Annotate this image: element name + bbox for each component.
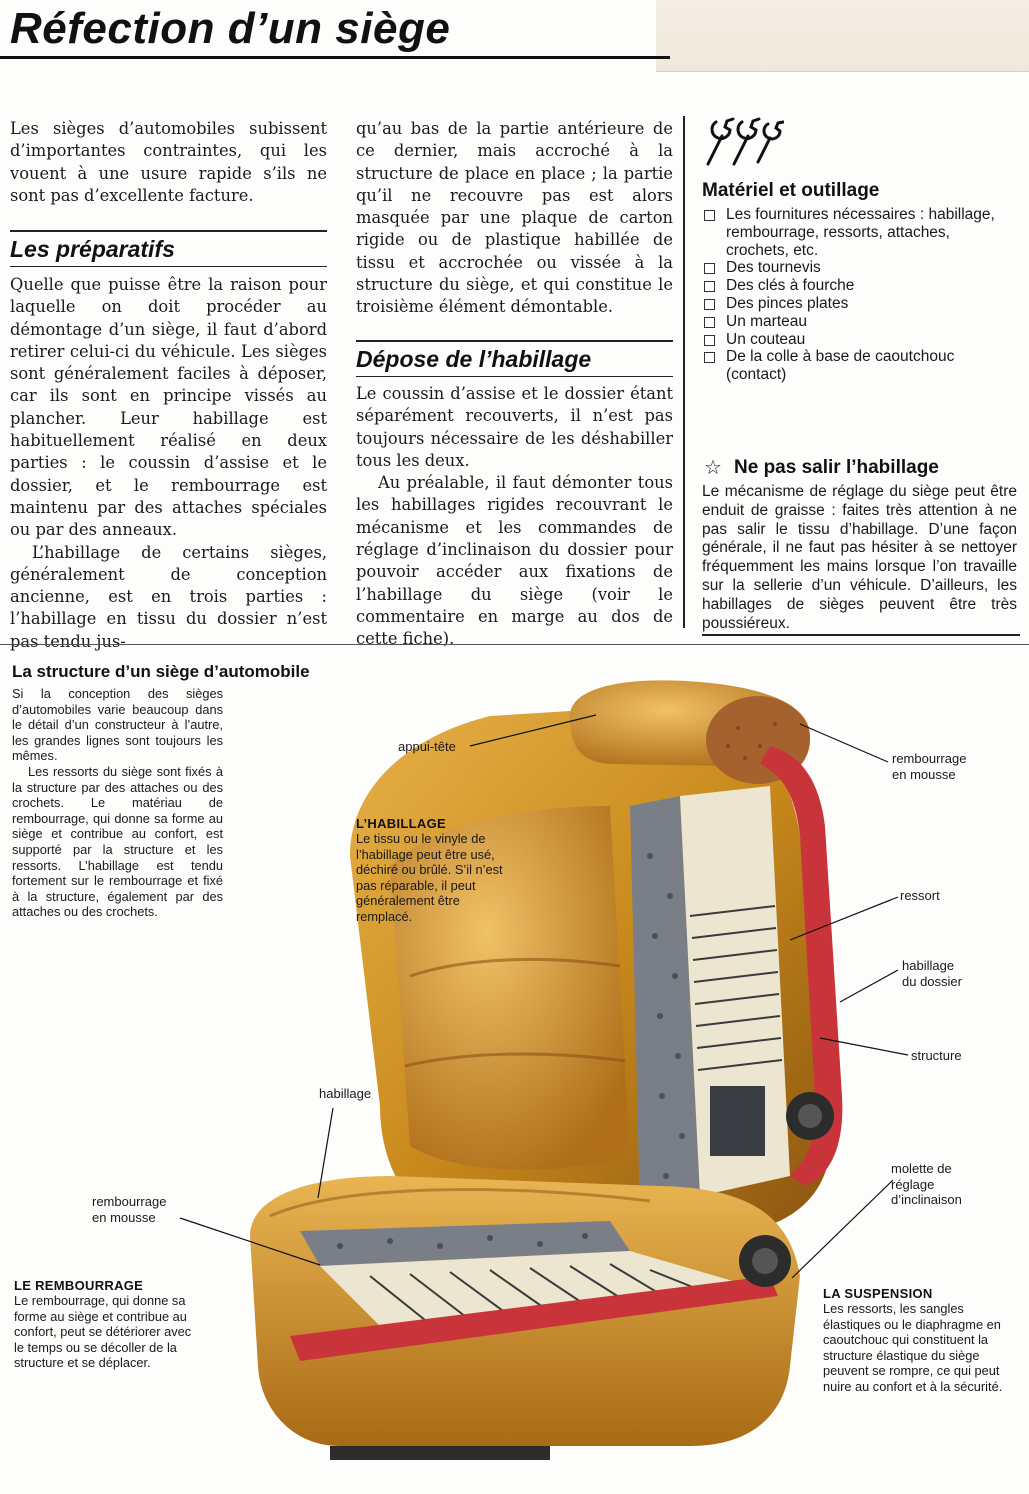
checkbox [704,281,715,293]
page-title: Réfection d’un siège [10,4,451,53]
intro-text: Les sièges d’automobiles subissent d’imp… [10,119,327,205]
label-habillage-dossier: habillage du dossier [902,958,962,989]
star-icon: ☆ [704,455,722,479]
label-habillage: habillage [319,1086,372,1101]
list-item: Un marteau [702,313,1017,331]
heading-depose: Dépose de l’habillage [356,346,592,372]
label-rembourrage-left: rembourrage en mousse [92,1194,167,1225]
paper-edge [656,0,1029,72]
label-ressort: ressort [900,888,940,903]
label-appui-tete: appui-tête [398,739,456,754]
tip-text: Le mécanisme de réglage du siège peut êt… [702,483,1017,632]
heading-tip: Ne pas salir l’habillage [734,457,939,478]
seat-springs [320,1251,750,1336]
heading-materiel: Matériel et outillage [702,180,880,201]
section-divider [0,644,1029,645]
checkbox [704,316,715,328]
callout-suspension: LA SUSPENSION Les ressorts, les sangles … [823,1286,1003,1394]
list-item: De la colle à base de caoutchouc (contac… [702,348,1017,384]
preparatifs-text: Quelle que puisse être la raison pour la… [10,275,327,651]
tools-list: Les fournitures nécessaires : habillage,… [702,206,1017,384]
seat-rail [330,1446,550,1460]
checkbox [704,263,715,275]
heading-preparatifs: Les préparatifs [10,236,175,262]
label-rembourrage-top: rembourrage en mousse [892,751,967,782]
heading-structure: La structure d’un siège d’automobile [12,662,310,681]
checkbox [704,210,715,221]
list-item: Un couteau [702,331,1017,349]
list-item: Des clés à fourche [702,277,1017,295]
seat-illustration [250,680,843,1460]
col2-text: qu’au bas de la partie antérieure de ce … [356,119,673,317]
sidebar-rule [702,634,1020,636]
frame [760,746,843,1186]
section-rule [356,340,673,342]
depose-text: Le coussin d’assise et le dossier étant … [356,384,673,649]
section-rule [10,230,327,232]
list-item: Les fournitures nécessaires : habillage,… [702,206,1017,259]
backrest-pad [390,806,630,1170]
checkbox [704,298,715,310]
checkbox [704,334,715,346]
structure-text: Si la conception des sièges d’automobile… [12,686,223,920]
wrench-icon [706,117,784,166]
heading-underline [356,376,673,377]
heading-underline [10,266,327,267]
list-item: Des pinces plates [702,295,1017,313]
foam-cutaway [630,796,700,1216]
label-molette: molette de réglage d’inclinaison [891,1161,962,1207]
label-structure: structure [911,1048,962,1063]
callout-habillage: L’HABILLAGE Le tissu ou le vinyle de l’h… [356,816,503,924]
list-item: Des tournevis [702,259,1017,277]
checkbox [704,352,715,364]
title-rule [0,56,670,59]
column-divider [683,116,685,628]
seat-foam [300,1221,630,1266]
callout-rembourrage: LE REMBOURRAGE Le rembourrage, qui donne… [14,1278,192,1371]
leader-lines [179,714,909,1279]
